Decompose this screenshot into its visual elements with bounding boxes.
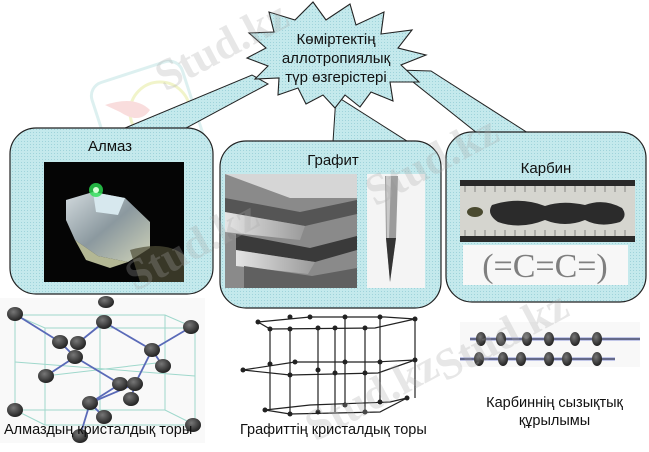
central-title: Көміртектің аллотропиялық түр өзгерістер… [271,30,401,87]
diamond-photo [44,162,184,282]
caption-carbyne-line: құрылымы [518,413,591,429]
graphite-photo [225,174,357,288]
caption-carbyne-line: Карбиннің сызықтық [486,395,623,411]
carbyne-sample-photo [460,180,635,242]
caption-graphite-lattice: Графиттің кристалдық торы [240,422,427,438]
carbyne-linear-structure [460,322,640,367]
callout-title-carbyne: Карбин [520,160,572,177]
central-title-line: түр өзгерістері [285,69,387,86]
callout-title-graphite: Графит [307,152,359,169]
central-title-line: аллотропиялық [281,50,391,67]
central-starburst [245,1,428,109]
carbyne-formula: (=C=C=) [463,245,628,285]
graphite-lattice-figure [240,314,418,417]
caption-diamond-lattice: Алмаздың кристалдық торы [4,422,193,438]
callout-tail-carbyne [396,69,530,134]
carbyne-formula-text: (=C=C=) [482,248,608,285]
callout-title-diamond: Алмаз [87,138,133,155]
caption-carbyne-structure: Карбиннің сызықтық құрылымы [467,394,642,430]
diamond-lattice-figure [0,296,205,443]
pencil-photo [367,174,425,288]
central-title-line: Көміртектің [296,31,376,48]
callout-tail-graphite [332,95,412,144]
